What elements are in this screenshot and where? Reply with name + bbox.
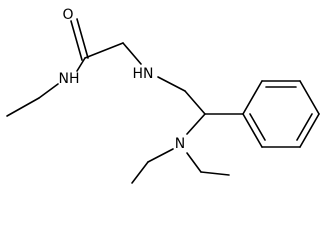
carbonyl-double-bond-a [70, 20, 83, 61]
ethyl-ch3-bond [6, 97, 40, 117]
carbonyl-double-bond-b [76, 18, 89, 59]
ch-tertiary-n-bond [186, 113, 206, 135]
ch2-amine-bond [122, 42, 142, 65]
ethyl-ch2-n-bond [38, 83, 59, 99]
amine-hn-label: HN [133, 66, 154, 82]
carbonyl-ch2-bond [84, 42, 124, 59]
amine-ch2-bond [157, 76, 186, 92]
structural-formula: O NH HN N [6, 7, 320, 184]
ch2-ch-bond [184, 90, 206, 115]
n-ethyl-right-ch2-bond [186, 152, 202, 173]
n-ethyl-left-ch3-bond [131, 161, 149, 184]
n-ethyl-left-ch2-bond [147, 148, 174, 163]
n-ethyl-right-ch3-bond [200, 171, 230, 176]
amide-nh-label: NH [59, 71, 80, 87]
amide-n-carbonyl-bond [76, 57, 86, 72]
oxygen-label: O [62, 7, 73, 23]
phenyl-ring [242, 80, 320, 148]
tertiary-n-label: N [175, 136, 185, 152]
